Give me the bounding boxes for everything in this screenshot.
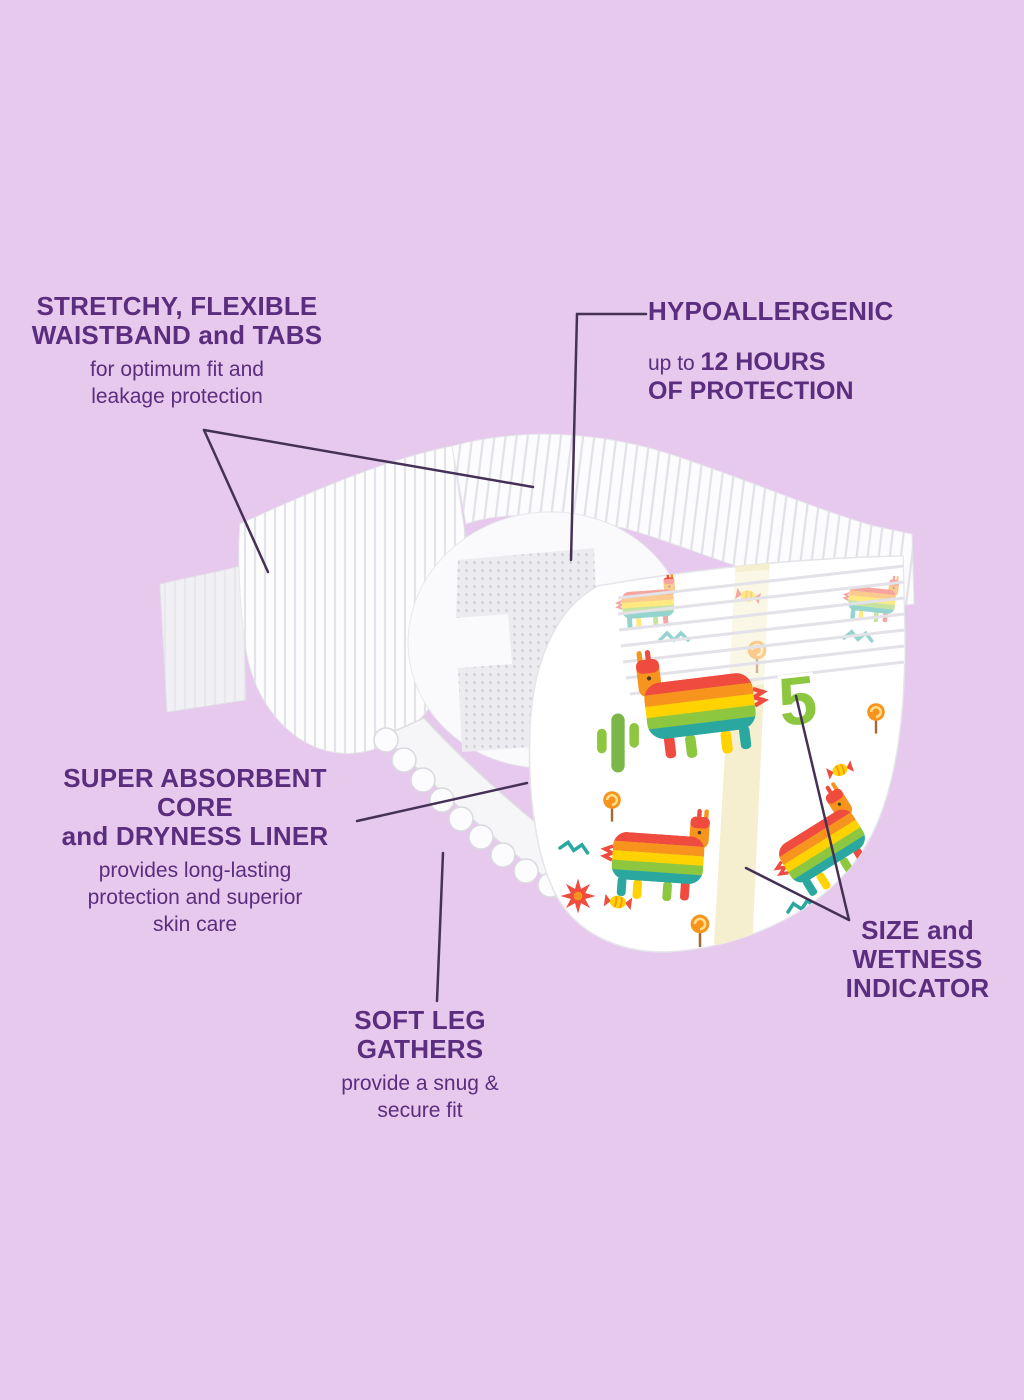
hours-prefix: up to [648,352,701,376]
callout-leg-gathers-title: SOFT LEG GATHERS [354,1005,486,1065]
hours-value: 12 HOURS [700,348,826,377]
callout-core-title-line1: SUPER ABSORBENT CORE [63,763,327,823]
callout-size-wetness-line1: SIZE and [861,915,974,945]
callout-leg-gathers-body-line2: secure fit [377,1099,463,1123]
callout-waistband-title-line2: WAISTBAND and TABS [31,320,323,351]
callout-size-wetness-line2: WETNESS [852,944,983,975]
callout-size-wetness: SIZE and WETNESS INDICATOR [840,915,995,1004]
leader-line-waistband-tab [202,428,270,574]
callout-leg-gathers: SOFT LEG GATHERS provide a snug & secure… [295,1005,545,1125]
leader-lines [202,312,851,1003]
leader-line-core [355,781,529,823]
callout-waistband: STRETCHY, FLEXIBLE WAISTBAND and TABS fo… [22,291,332,411]
diaper-back-panel [238,445,468,754]
callout-core-body-line2: protection and superior [87,886,303,910]
leader-line-leg-gathers [435,851,445,1003]
leader-line-size-number [794,694,851,922]
callout-leg-gathers-body-line1: provide a snug & [341,1072,499,1096]
callout-hypoallergenic-title: HYPOALLERGENIC [648,296,894,326]
callout-hypoallergenic-body-line1: up to 12 HOURS [648,348,928,377]
callout-hypoallergenic-body-line2: OF PROTECTION [648,377,854,406]
callout-waistband-body-line1: for optimum fit and [90,358,264,382]
leader-line-waistband-top [202,428,535,489]
candy-icon [871,877,899,899]
callout-waistband-body-line2: leakage protection [91,385,263,409]
callout-core: SUPER ABSORBENT CORE and DRYNESS LINER p… [25,763,365,939]
diaper-left-tab [159,565,247,713]
leader-line-wetness-stripe [744,866,851,922]
callout-hypoallergenic: HYPOALLERGENIC up to 12 HOURS OF PROTECT… [648,296,928,406]
callout-waistband-title-line1: STRETCHY, FLEXIBLE [36,291,318,321]
callout-size-wetness-line3: INDICATOR [845,973,990,1004]
diaper-front-pattern: 5 [558,556,905,952]
callout-core-title-line2: and DRYNESS LINER [61,821,329,852]
leader-line-hypoallergenic [569,312,648,562]
callout-core-body-line1: provides long-lasting [98,859,292,883]
callout-core-body-line3: skin care [152,913,238,937]
